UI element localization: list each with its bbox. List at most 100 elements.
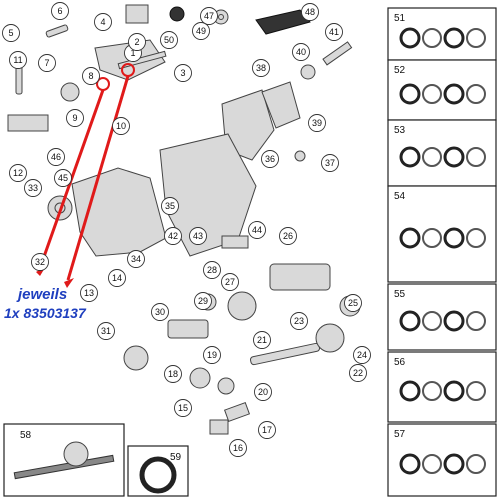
callout-48: 48 — [301, 3, 319, 21]
callout-number: 23 — [294, 316, 304, 326]
callout-number: 29 — [198, 296, 208, 306]
kit-part — [399, 83, 421, 105]
bottom-panel-59: 59 — [127, 445, 189, 497]
callout-circle — [31, 253, 49, 271]
part-flange — [60, 82, 80, 102]
callout-number: 37 — [325, 158, 335, 168]
callout-circle — [261, 150, 279, 168]
callout-number: 49 — [196, 26, 206, 36]
callout-number: 1 — [130, 48, 135, 58]
callout-10: 10 — [112, 117, 130, 135]
callout-circle — [66, 109, 84, 127]
callout-number: 7 — [44, 58, 49, 68]
part-hardware-kit — [7, 114, 49, 132]
part-gasket-kit — [125, 4, 149, 24]
part-breather — [294, 150, 306, 162]
kit-panel-frame — [387, 351, 497, 423]
kit-panel-number: 57 — [394, 429, 406, 440]
callout-circle — [221, 273, 239, 291]
callout-circle — [229, 439, 247, 457]
callout-24: 24 — [353, 346, 371, 364]
callout-number: 42 — [168, 231, 178, 241]
kit-part — [399, 380, 421, 402]
kit-panel-number: 55 — [394, 289, 406, 300]
callout-31: 31 — [97, 322, 115, 340]
kit-part — [466, 147, 486, 167]
callout-circle — [203, 346, 221, 364]
callout-5: 5 — [2, 24, 20, 42]
callout-number: 10 — [116, 121, 126, 131]
callout-circle — [349, 364, 367, 382]
callout-9: 9 — [66, 109, 84, 127]
callout-circle — [128, 33, 146, 51]
callout-number: 4 — [100, 17, 105, 27]
callout-circle — [127, 250, 145, 268]
callout-circle — [160, 31, 178, 49]
callout-circle — [82, 67, 100, 85]
callout-26: 26 — [279, 227, 297, 245]
kit-part — [422, 147, 442, 167]
callout-circle — [200, 7, 218, 25]
callout-37: 37 — [321, 154, 339, 172]
callout-circle — [253, 331, 271, 349]
callout-43: 43 — [189, 227, 207, 245]
callout-circle — [248, 221, 266, 239]
part-planetary — [227, 291, 257, 321]
callout-8: 8 — [82, 67, 100, 85]
part-boot — [255, 9, 311, 35]
callout-35: 35 — [161, 197, 179, 215]
part-chain-sprocket-group — [269, 263, 331, 291]
driveshaft-part — [13, 454, 115, 480]
callout-45: 45 — [54, 169, 72, 187]
callout-circle — [38, 54, 56, 72]
callout-number: 3 — [180, 68, 185, 78]
callout-11: 11 — [9, 51, 27, 69]
callout-number: 6 — [57, 6, 62, 16]
callout-circle — [192, 22, 210, 40]
callout-number: 48 — [305, 7, 315, 17]
kit-part — [422, 454, 442, 474]
part-bearing-31 — [123, 345, 149, 371]
kit-panel-number: 54 — [394, 191, 406, 202]
kit-part — [443, 27, 465, 49]
kit-part — [399, 227, 421, 249]
callout-number: 33 — [28, 183, 38, 193]
kit-panel-57: 57 — [387, 423, 497, 497]
callout-number: 35 — [165, 201, 175, 211]
kit-part — [399, 146, 421, 168]
callout-circle — [321, 154, 339, 172]
part-gear-19 — [217, 377, 235, 395]
callout-36: 36 — [261, 150, 279, 168]
callout-2: 2 — [128, 33, 146, 51]
callout-28: 28 — [203, 261, 221, 279]
callout-29: 29 — [194, 292, 212, 310]
callout-number: 45 — [58, 173, 68, 183]
callout-49: 49 — [192, 22, 210, 40]
seal-part — [139, 456, 177, 494]
callout-47: 47 — [200, 7, 218, 25]
callout-circle — [97, 322, 115, 340]
callout-33: 33 — [24, 179, 42, 197]
callout-circle — [108, 269, 126, 287]
callout-number: 17 — [262, 425, 272, 435]
part-pin — [45, 24, 69, 38]
callout-circle — [80, 284, 98, 302]
kit-panel-53: 53 — [387, 119, 497, 187]
callout-6: 6 — [51, 2, 69, 20]
part-case-front-half — [71, 167, 167, 257]
kit-part — [422, 311, 442, 331]
kit-part — [422, 84, 442, 104]
callout-number: 20 — [258, 387, 268, 397]
kit-part — [399, 27, 421, 49]
callout-number: 18 — [168, 369, 178, 379]
callout-number: 11 — [13, 55, 22, 65]
callout-number: 22 — [353, 368, 363, 378]
callout-number: 8 — [88, 71, 93, 81]
callout-number: 36 — [265, 154, 275, 164]
kit-panel-frame — [387, 423, 497, 497]
kit-panel-number: 51 — [394, 13, 406, 24]
kit-part — [422, 28, 442, 48]
callout-circle — [2, 24, 20, 42]
